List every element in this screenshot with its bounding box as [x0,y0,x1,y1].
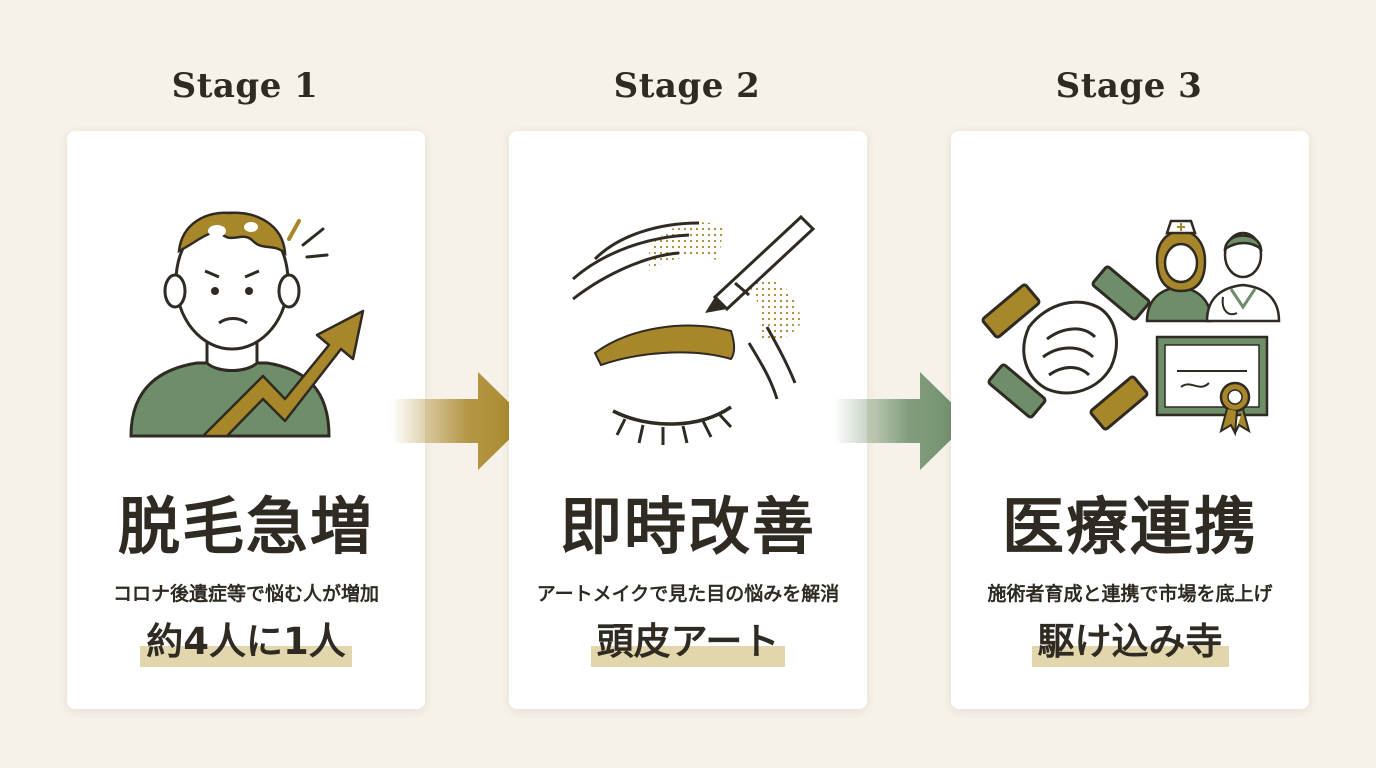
stage-2-title: Stage 2 [613,66,761,106]
arrow-right-icon [834,372,970,470]
stage-2-card: 即時改善 アートメイクで見た目の悩みを解消 頭皮アート [509,131,867,709]
handshake-medical-icon [981,219,1281,437]
stage-1-caption: コロナ後遺症等で悩む人が増加 [112,583,379,605]
stage-3-card: 医療連携 施術者育成と連携で市場を底上げ 駆け込み寺 [951,131,1309,709]
stage-3-tag: 駆け込み寺 [1031,617,1229,667]
stage-1-tag: 約4人に1人 [140,617,352,667]
stage-1-title: Stage 1 [171,66,319,106]
stage-2-caption: アートメイクで見た目の悩みを解消 [536,583,840,605]
arrow-right-icon [392,372,528,470]
stage-3-title: Stage 3 [1055,66,1203,106]
person-hair-loss-icon [129,211,365,438]
eyebrow-art-makeup-icon [572,214,816,445]
stage-1-headline: 脱毛急増 [117,490,374,563]
stage-2-tag: 頭皮アート [590,617,786,667]
stage-1-card: 脱毛急増 コロナ後遺症等で悩む人が増加 約4人に1人 [67,131,425,709]
stage-3-caption: 施術者育成と連携で市場を底上げ [987,583,1273,605]
stage-3-headline: 医療連携 [1001,490,1258,563]
stage-2-headline: 即時改善 [559,490,816,563]
